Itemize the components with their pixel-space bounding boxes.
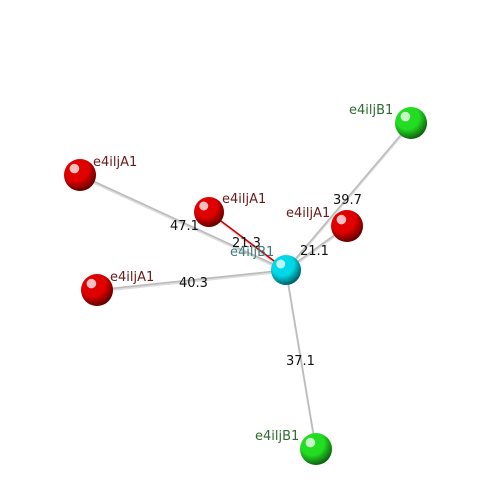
edge-shadow — [79, 175, 287, 273]
node-label: e4iljB1 — [349, 103, 393, 118]
node-shading — [81, 274, 113, 306]
node-shading — [300, 433, 332, 465]
node-highlight — [86, 278, 97, 289]
distance-label: 21.1 — [300, 244, 329, 259]
edge-shadow — [208, 212, 287, 273]
edge-shadow — [285, 123, 412, 273]
distance-label: 21.3 — [232, 236, 261, 251]
node-shading — [64, 159, 96, 191]
distance-label: 37.1 — [286, 354, 315, 369]
distance-label: 47.1 — [170, 219, 199, 234]
distance-label: 39.7 — [333, 193, 362, 208]
node-highlight — [69, 163, 80, 174]
node-highlight — [336, 214, 347, 225]
node-shading — [271, 255, 301, 285]
node-label: e4iljA1 — [93, 155, 137, 170]
node-highlight — [276, 259, 286, 269]
node-label: e4iljB1 — [230, 245, 274, 260]
node-highlight — [199, 201, 209, 211]
node-label: e4iljA1 — [286, 206, 330, 221]
edge-shadow — [96, 270, 287, 293]
node-shading — [194, 197, 224, 227]
distance-label: 40.3 — [179, 276, 208, 291]
distance-label-layer: 47.1 21.3 21.1 40.3 39.7 37.1 — [170, 193, 362, 369]
node-layer — [64, 107, 427, 465]
node-label-layer: e4iljB1 e4iljA1 e4iljA1 e4iljA1 e4iljA1 e4ilj… — [93, 103, 393, 444]
node-label: e4iljB1 — [255, 429, 299, 444]
node-highlight — [400, 111, 411, 122]
edge-center-a1 — [79, 174, 287, 271]
node-shading — [395, 107, 427, 139]
edge-center-a2 — [208, 211, 287, 271]
node-highlight — [305, 437, 316, 448]
edge-center-b2 — [285, 269, 317, 450]
edge-center-a4 — [96, 269, 287, 291]
edge-layer — [79, 122, 412, 451]
node-label: e4iljA1 — [222, 192, 266, 207]
node-shading — [331, 210, 363, 242]
edge-center-b1 — [285, 122, 412, 271]
node-label: e4iljA1 — [110, 270, 154, 285]
